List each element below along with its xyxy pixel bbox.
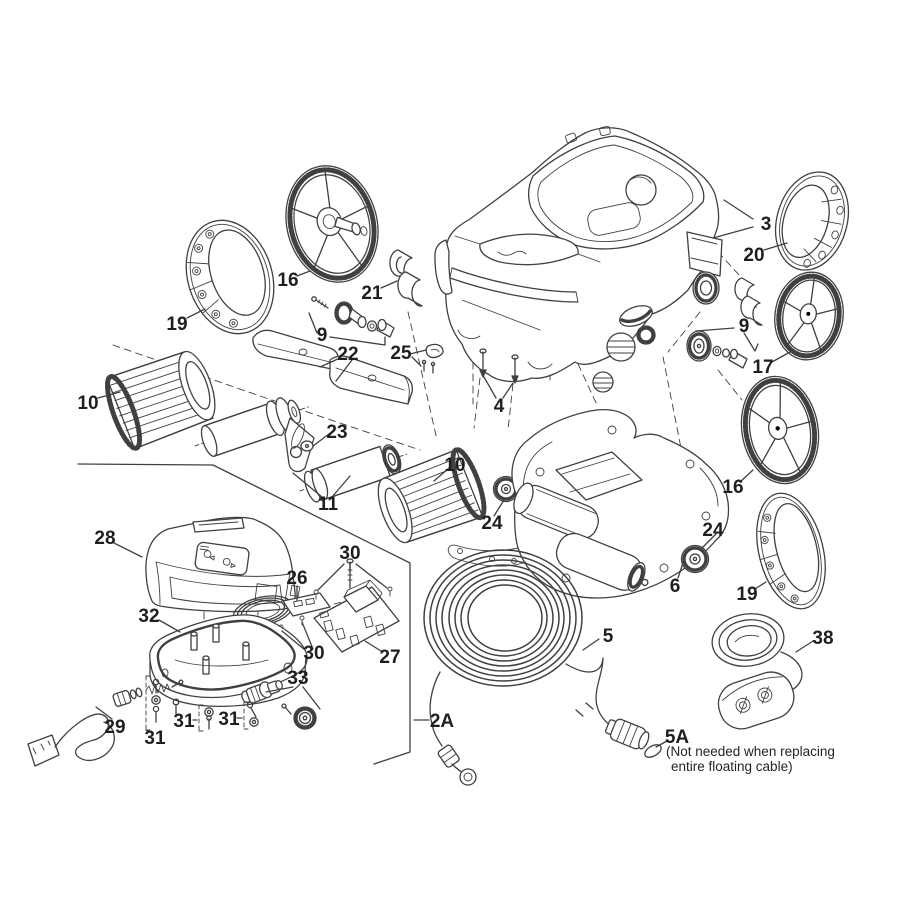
part-power-supply-28 <box>145 516 301 613</box>
part-float-strap-38 <box>711 613 803 730</box>
callout-5a: 5A <box>665 727 690 748</box>
callout-31-b: 31 <box>173 711 195 732</box>
callout-2a: 2A <box>430 711 455 732</box>
part-power-cord-29 <box>27 679 184 767</box>
callout-26: 26 <box>286 568 307 589</box>
callout-19-left: 19 <box>166 314 187 335</box>
part-wheel-right-17 <box>774 271 844 361</box>
part-gear-right-24 <box>680 544 710 574</box>
callout-21: 21 <box>361 283 383 304</box>
callout-9-right: 9 <box>739 316 750 337</box>
kit-2a-bracket <box>77 463 430 765</box>
callout-9-left: 9 <box>317 325 328 346</box>
part-body-shell-3 <box>434 125 723 393</box>
part-axle-set-right-9 <box>686 327 759 369</box>
callout-28: 28 <box>94 528 115 549</box>
callout-16-right: 16 <box>722 477 743 498</box>
callout-20: 20 <box>743 245 764 266</box>
callout-5: 5 <box>603 626 614 647</box>
callout-25: 25 <box>390 343 412 364</box>
part-base-housing-32 <box>149 614 308 707</box>
callout-6: 6 <box>670 576 681 597</box>
part-tire-left-19 <box>185 219 275 335</box>
part-screw-set-31-c <box>243 701 259 730</box>
part-axle-set-left-9 <box>308 296 395 346</box>
part-wheel-left-16 <box>285 165 379 283</box>
leader-lines <box>95 199 814 748</box>
part-brush-right-10 <box>377 447 487 544</box>
callout-30-bottom: 30 <box>303 643 324 664</box>
callout-19-right: 19 <box>736 584 757 605</box>
callout-38: 38 <box>812 628 833 649</box>
callout-17: 17 <box>752 357 773 378</box>
part-brush-left-10 <box>104 350 216 451</box>
part-coupling-right <box>734 277 763 326</box>
part-floating-cable-5 <box>423 549 662 786</box>
callout-11: 11 <box>318 494 339 515</box>
part-roller-tube-b-11 <box>299 444 408 503</box>
part-tire-right-19 <box>756 492 826 610</box>
callout-32: 32 <box>138 606 159 627</box>
part-screws-4 <box>479 348 519 384</box>
part-tire-right-20 <box>774 171 850 271</box>
callout-10-left: 10 <box>77 393 98 414</box>
callout-30-top: 30 <box>339 543 360 564</box>
callout-10-right: 10 <box>444 455 465 476</box>
callout-29: 29 <box>104 717 125 738</box>
callout-4: 4 <box>494 396 505 417</box>
part-screw-set-31-b <box>172 698 214 732</box>
footnote-line-1: (Not needed when replacing <box>666 744 835 759</box>
callout-24-right: 24 <box>702 520 724 541</box>
callout-24-left: 24 <box>481 513 503 534</box>
callout-22: 22 <box>337 344 358 365</box>
callout-33: 33 <box>287 668 308 689</box>
callout-23: 23 <box>326 422 347 443</box>
part-belt-bracket-23 <box>284 417 315 473</box>
part-roller-tube-a-11 <box>194 397 309 457</box>
part-wheel-right-16 <box>740 375 820 485</box>
part-side-panels-22 <box>252 329 413 405</box>
part-coupling-21 <box>389 249 423 307</box>
callout-3: 3 <box>761 214 772 235</box>
callout-31-a: 31 <box>144 728 166 749</box>
part-fitting-33 <box>241 679 317 730</box>
part-screw-set-31-a <box>145 675 161 731</box>
part-chassis-6 <box>447 409 730 599</box>
footnote-line-2: entire floating cable) <box>671 759 793 774</box>
callout-27: 27 <box>379 647 400 668</box>
callout-16-left: 16 <box>277 270 298 291</box>
part-clip-25 <box>421 343 444 374</box>
callout-31-c: 31 <box>218 709 240 730</box>
